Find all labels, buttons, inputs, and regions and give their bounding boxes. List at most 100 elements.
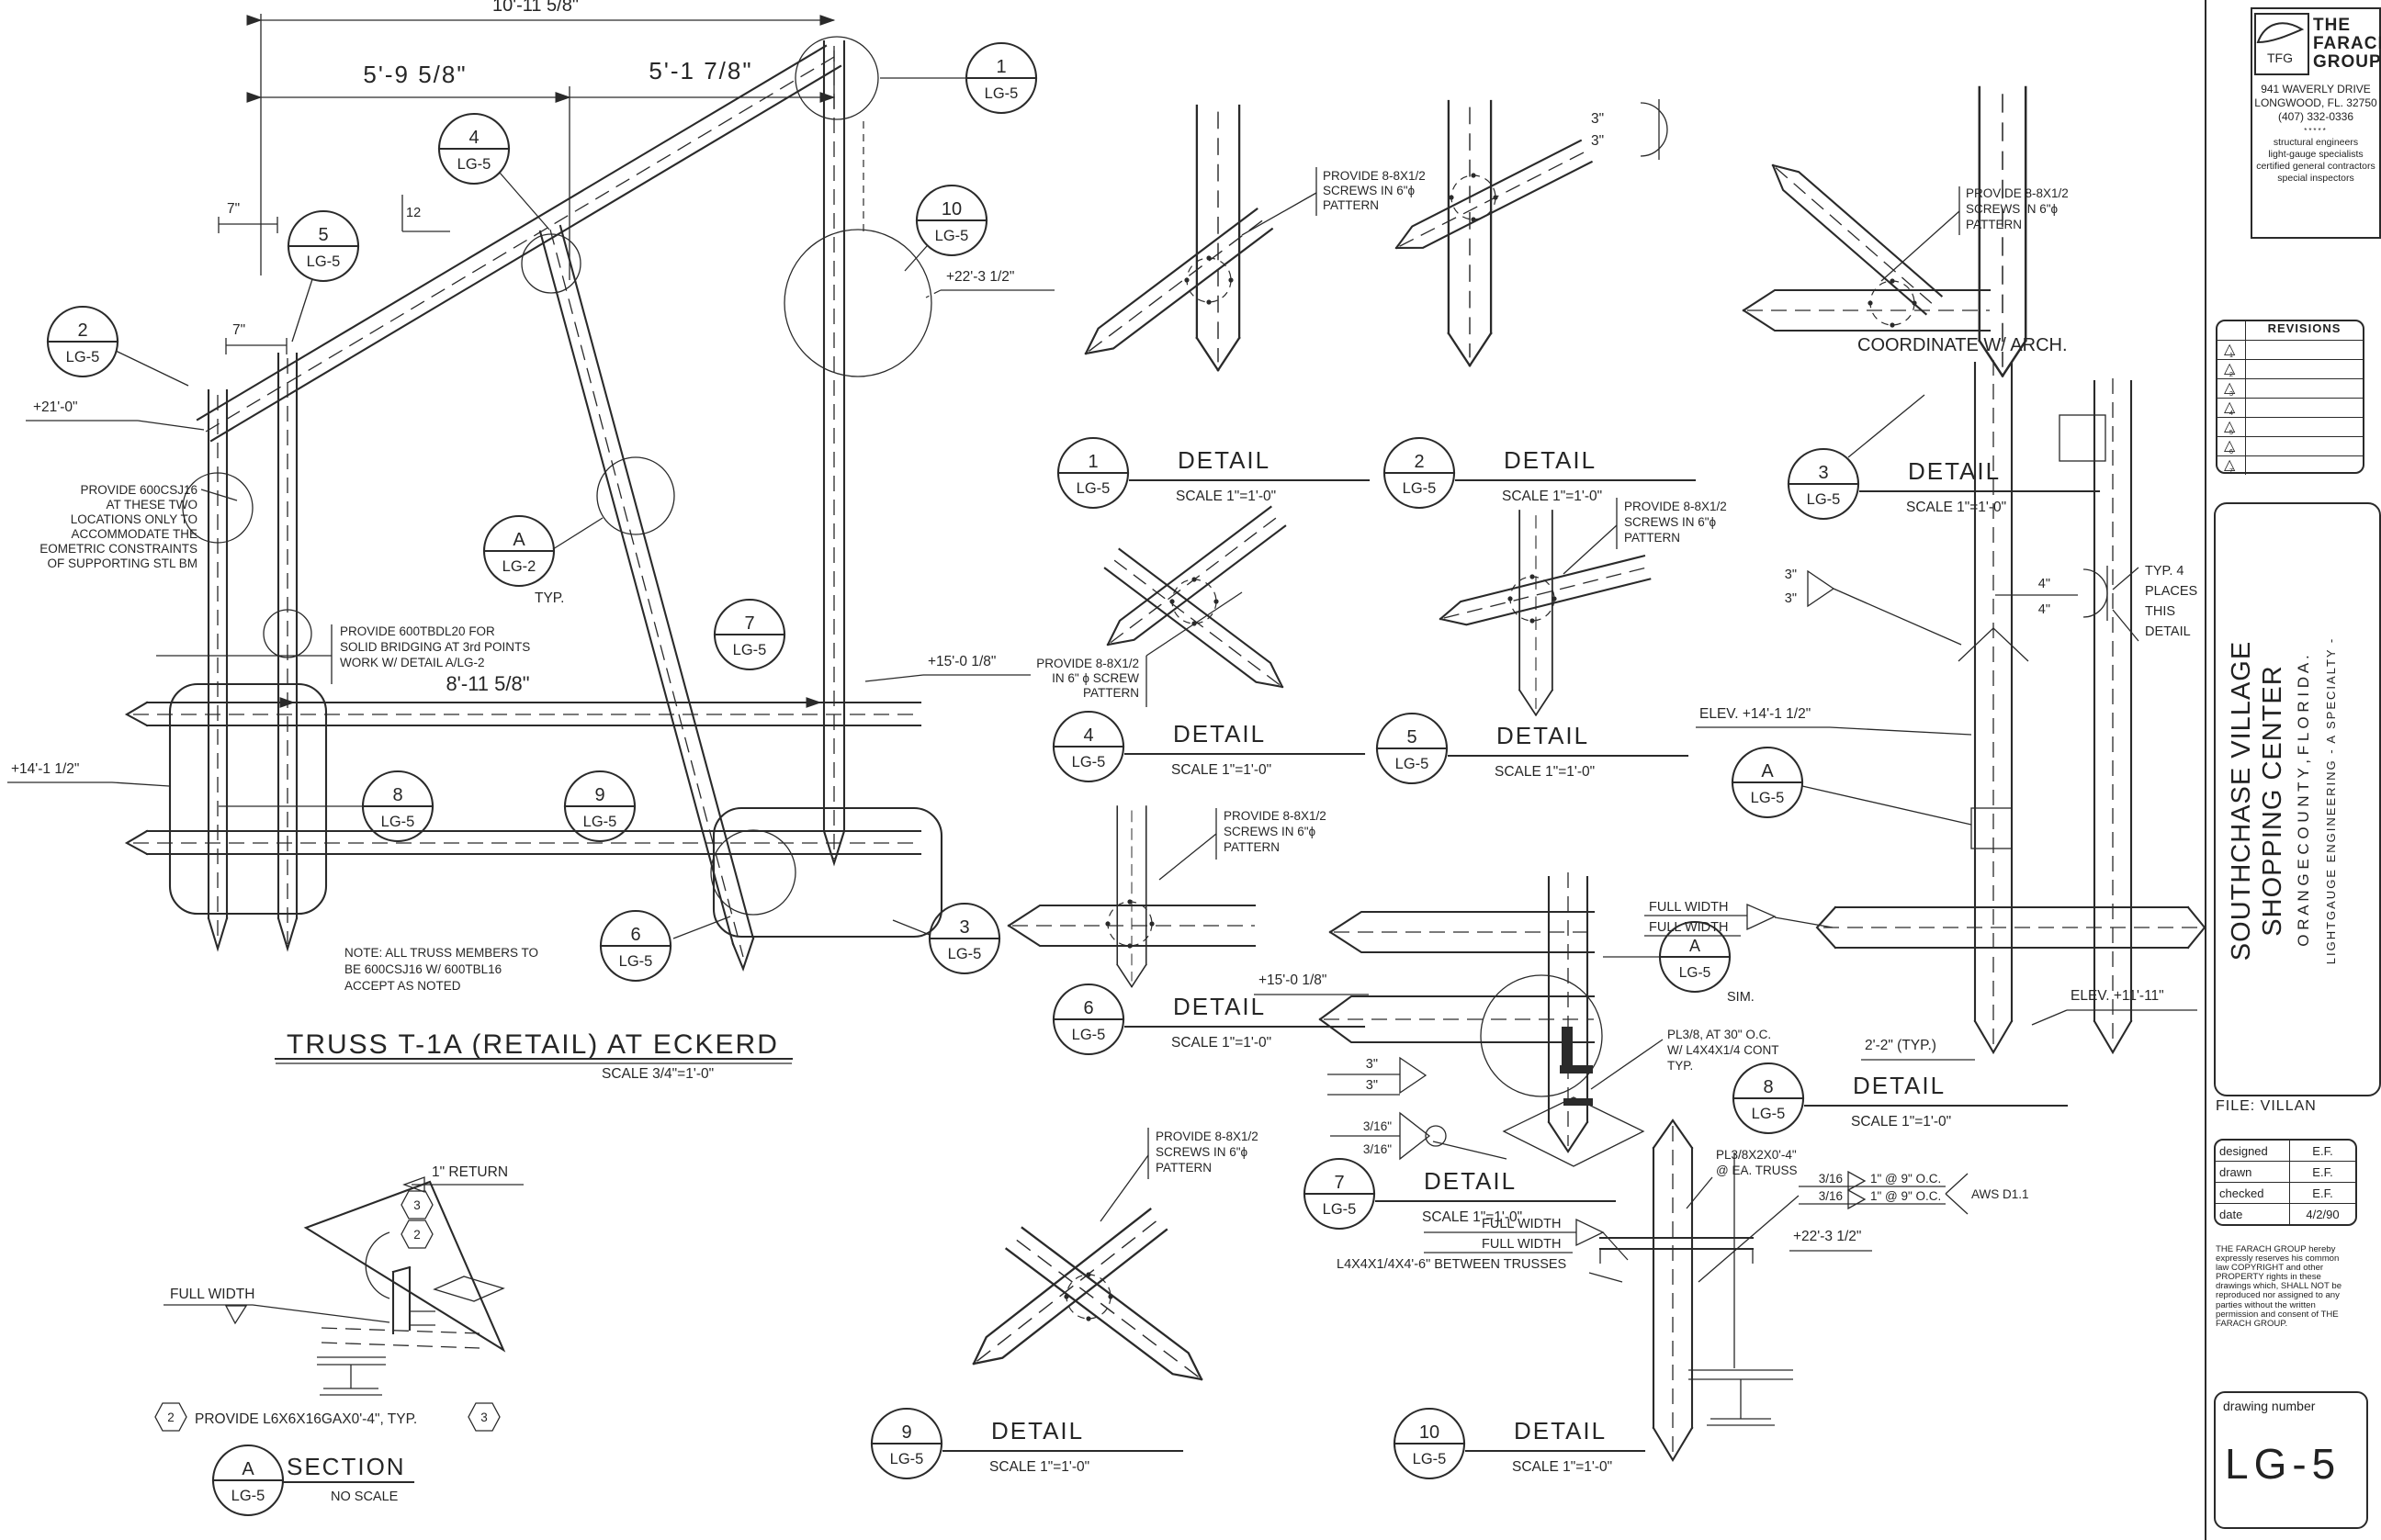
section-a: 1" RETURN 3 2 FULL WIDTH 2 PROVIDE L6X6X… [154, 1164, 524, 1517]
revision-delta-icon: △4 [2224, 399, 2236, 418]
callout-7: 7 [744, 613, 754, 634]
revision-delta-icon: △5 [2224, 419, 2236, 437]
detail-2: 3" 3" 2 LG-5 DETAIL SCALE 1"=1'-0" [1382, 99, 1697, 510]
detail-5-sheet: LG-5 [1395, 756, 1429, 772]
service-line: structural engineers [2273, 137, 2359, 148]
d7-full-width-b2: FULL WIDTH [1482, 1237, 1561, 1252]
credits-value: E.F. [2312, 1186, 2333, 1200]
revision-row: △2 [2217, 360, 2363, 379]
detail-8-num: 8 [1763, 1077, 1773, 1097]
address-line: LONGWOOD, FL. 32750 [2254, 96, 2377, 109]
provide-angle-note: PROVIDE L6X6X16GAX0'-4", TYP. [195, 1411, 417, 1427]
d7-weld3-top: 3" [1366, 1057, 1378, 1072]
elev-right-mid: +15'-0 1/8" [928, 654, 996, 669]
detail-5-scale: SCALE 1"=1'-0" [1495, 764, 1595, 780]
revision-delta-icon: △6 [2224, 438, 2236, 456]
d8-callout-num: A [1761, 761, 1774, 781]
detail-9-scale: SCALE 1"=1'-0" [989, 1459, 1089, 1475]
credits-label: date [2216, 1204, 2290, 1224]
detail-7-title: DETAIL [1424, 1167, 1517, 1195]
note-hex-3: 3 [480, 1411, 488, 1424]
d7-weld316-bot: 3/16" [1363, 1142, 1392, 1156]
copyright-note: THE FARACH GROUP hereby expressly reserv… [2216, 1244, 2342, 1329]
d10-elev: +22'-3 1/2" [1793, 1229, 1861, 1244]
project-tagline: LIGHTGAUGE ENGINEERING - A SPECIALTY - [2324, 636, 2338, 965]
section-callout-num: A [242, 1459, 254, 1479]
credits-label: drawn [2216, 1162, 2290, 1182]
callout-9-sheet: LG-5 [583, 814, 617, 830]
d8-dim: 2'-2" (TYP.) [1865, 1038, 1936, 1053]
detail-10: PL3/8X2X0'-4"@ EA. TRUSS 3/16 3/16 1" @ … [1393, 1118, 2029, 1480]
dim-bottom: 8'-11 5/8" [446, 672, 529, 695]
d7-weld3-bot: 3" [1366, 1078, 1378, 1093]
detail-1-scale: SCALE 1"=1'-0" [1176, 489, 1276, 504]
title-block-column: TFG THE FARACH GROUP 941 WAVERLY DRIVE L… [2205, 0, 2381, 1540]
drawing-number-value: LG-5 [2225, 1440, 2342, 1488]
return-label: 1" RETURN [432, 1164, 508, 1180]
revision-delta-icon: △3 [2224, 380, 2236, 399]
d7-full-width-a2: FULL WIDTH [1649, 920, 1728, 935]
detail-5-title: DETAIL [1496, 722, 1589, 749]
d8-weld3-bot: 3" [1785, 591, 1797, 606]
project-title-box [2214, 502, 2381, 1096]
detail-6-sheet: LG-5 [1072, 1027, 1106, 1043]
detail-1-title: DETAIL [1178, 446, 1270, 474]
address-line: (407) 332-0336 [2277, 110, 2354, 123]
detail-2-scale: SCALE 1"=1'-0" [1502, 489, 1602, 504]
project-name-line2: SHOPPING CENTER [2258, 665, 2287, 937]
file-label: FILE: VILLAN [2216, 1098, 2317, 1114]
revision-row: △5 [2217, 418, 2363, 437]
revision-row: △6 [2217, 437, 2363, 456]
section-scale: NO SCALE [331, 1489, 399, 1504]
callout-4-sheet: LG-5 [457, 156, 491, 173]
callout-A-typ: TYP. [535, 590, 564, 606]
d8-elev-bot: ELEV. +11'-11" [2071, 988, 2164, 1004]
d10-pitch-bot: 1" @ 9" O.C. [1870, 1189, 1941, 1203]
credits-label: designed [2216, 1141, 2290, 1161]
detail-6-title: DETAIL [1173, 993, 1266, 1020]
revision-row: △3 [2217, 379, 2363, 399]
d10-plate-note: PL3/8X2X0'-4"@ EA. TRUSS [1716, 1148, 1797, 1177]
d8-callout-sheet: LG-5 [1751, 790, 1785, 806]
callout-3: 3 [959, 917, 969, 938]
detail-1-num: 1 [1088, 452, 1098, 472]
service-line: special inspectors [2277, 173, 2354, 184]
detail-4-title: DETAIL [1173, 720, 1266, 748]
truss-members [124, 36, 943, 972]
d10-aws: AWS D1.1 [1971, 1187, 2029, 1201]
elev-right-top: +22'-3 1/2" [946, 269, 1014, 285]
tfg-logo-text: TFG [2267, 51, 2293, 65]
callout-8: 8 [392, 785, 402, 805]
project-location: O R A N G E C O U N T Y , F L O R I D A … [2295, 655, 2312, 947]
detail-8-scale: SCALE 1"=1'-0" [1851, 1114, 1951, 1130]
callout-9: 9 [594, 785, 604, 805]
detail-10-scale: SCALE 1"=1'-0" [1512, 1459, 1612, 1475]
drawing-number-box: drawing number LG-5 [2214, 1391, 2368, 1529]
service-line: light-gauge specialists [2268, 149, 2364, 160]
callout-5: 5 [318, 225, 328, 245]
revision-row: △7 [2217, 456, 2363, 475]
detail-9-num: 9 [901, 1422, 911, 1443]
firm-name-1: THE [2313, 16, 2351, 35]
callout-8-sheet: LG-5 [381, 814, 415, 830]
d7-sim-label: SIM. [1727, 990, 1755, 1005]
callout-6-sheet: LG-5 [619, 953, 653, 970]
divider-stars: ***** [2304, 127, 2328, 135]
d7-sim-callout-num: A [1689, 937, 1700, 955]
note-hex-2: 2 [167, 1411, 175, 1424]
drawing-area: 10'-11 5/8" 5'-9 5/8" 5'-1 7/8" 7" 7" 12… [7, 0, 2206, 1517]
revision-delta-icon: △1 [2224, 342, 2236, 360]
callout-A: A [513, 530, 525, 550]
firm-services: structural engineers light-gauge special… [2252, 137, 2379, 185]
detail-7-num: 7 [1334, 1173, 1344, 1193]
